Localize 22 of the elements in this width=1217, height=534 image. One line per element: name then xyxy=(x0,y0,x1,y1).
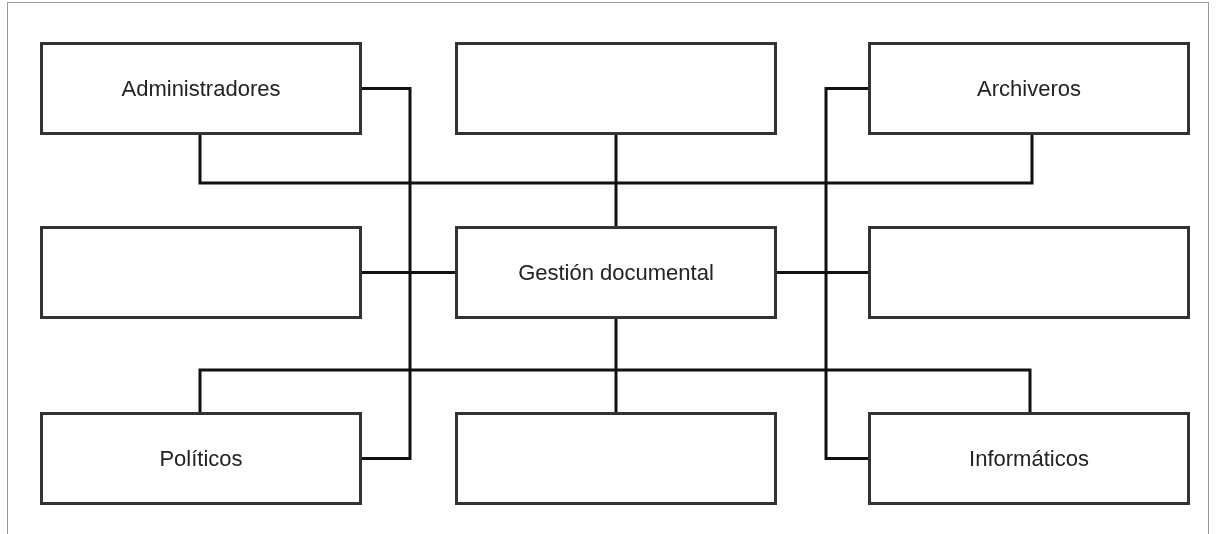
process-box xyxy=(868,42,1190,135)
connector-line xyxy=(614,319,618,412)
box-label: Administradores xyxy=(120,75,282,102)
connector-line xyxy=(824,87,868,460)
connector-line xyxy=(777,271,868,274)
process-box xyxy=(40,226,362,319)
connector-line xyxy=(198,368,1032,412)
process-box xyxy=(868,226,1190,319)
process-box xyxy=(868,412,1190,505)
connector-line xyxy=(198,135,1034,185)
box-label: Políticos xyxy=(158,445,244,472)
process-box xyxy=(40,412,362,505)
process-box xyxy=(455,226,777,319)
connector-line xyxy=(362,87,412,460)
box-label: Informáticos xyxy=(968,445,1090,472)
process-box xyxy=(40,42,362,135)
connector-line xyxy=(362,271,455,274)
process-box xyxy=(455,412,777,505)
connector-line xyxy=(614,135,618,226)
box-label: Archiveros xyxy=(976,75,1082,102)
box-label: Gestión documental xyxy=(517,259,715,286)
process-box xyxy=(455,42,777,135)
